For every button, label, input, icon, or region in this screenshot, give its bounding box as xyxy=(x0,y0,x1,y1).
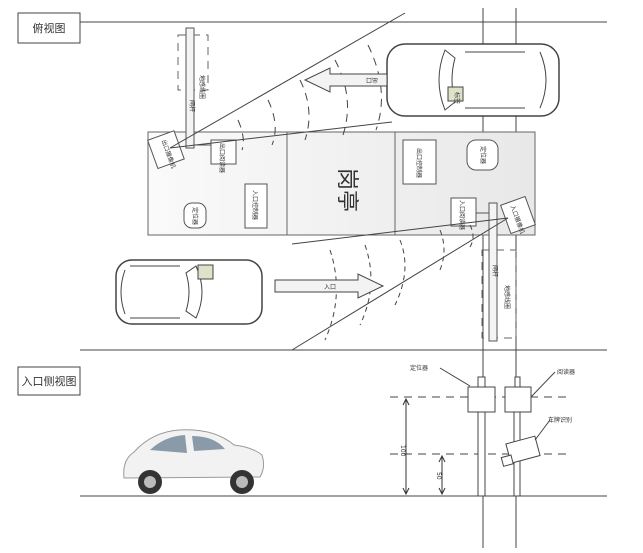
exit-car: 标签 xyxy=(386,43,560,117)
gate-bar-exit[interactable] xyxy=(185,27,195,149)
svg-text:标签: 标签 xyxy=(453,92,461,104)
side-locator-label: 定位器 xyxy=(410,364,428,372)
rfid-tag xyxy=(447,86,464,102)
svg-text:入口: 入口 xyxy=(324,284,336,291)
top-view-title: 俯视图 xyxy=(33,21,66,35)
booth-label: 岗亭 xyxy=(334,168,359,212)
dimension-100 xyxy=(402,397,410,496)
entry-controller-label: 入口控制器 xyxy=(251,190,259,220)
exit-camera-view xyxy=(169,12,406,151)
locator-left-label: 定位器 xyxy=(191,207,199,225)
exit-direction-arrow: 出口 xyxy=(303,67,388,93)
entry-camera-view xyxy=(291,217,509,351)
plate-recognition-label: 车牌识别 xyxy=(548,416,572,424)
entry-reader xyxy=(450,197,477,227)
entry-reader-label: 入口阅读器 xyxy=(458,200,466,230)
plate-camera xyxy=(500,435,541,467)
top-view-section: 俯视图 xyxy=(17,12,607,351)
rfid-tag xyxy=(197,264,214,280)
entry-direction-arrow: 入口 xyxy=(274,273,385,299)
svg-text:出口: 出口 xyxy=(366,76,378,84)
locator-right-label: 定位器 xyxy=(479,146,487,164)
exit-controller-label: 出口控制器 xyxy=(415,148,423,178)
exit-reader xyxy=(210,139,237,165)
gate-bar-exit-label: 闸杆 xyxy=(188,100,196,112)
gate-bar-entry[interactable] xyxy=(488,202,498,342)
side-view-title: 入口侧视图 xyxy=(22,374,77,388)
reader-pole xyxy=(504,376,532,497)
ground-loop-exit-label: 地感线圈 xyxy=(198,75,206,99)
entry-car xyxy=(115,259,263,325)
exit-reader-label: 出口阅读器 xyxy=(218,143,226,173)
ground-loop-entry-label: 地感线圈 xyxy=(503,285,511,309)
dimension-100-label: 100 xyxy=(399,445,406,457)
side-reader-label: 阅读器 xyxy=(557,368,575,376)
locator-right xyxy=(466,139,499,171)
dimension-50-label: 50 xyxy=(435,472,442,480)
side-car xyxy=(123,429,265,494)
ground-loop-entry xyxy=(481,249,517,339)
gate-bar-entry-label: 闸杆 xyxy=(491,265,499,277)
entry-controller xyxy=(244,183,268,229)
locator-pole xyxy=(467,376,496,497)
exit-controller xyxy=(402,139,437,185)
locator-left xyxy=(183,202,207,229)
dimension-50 xyxy=(438,454,446,496)
